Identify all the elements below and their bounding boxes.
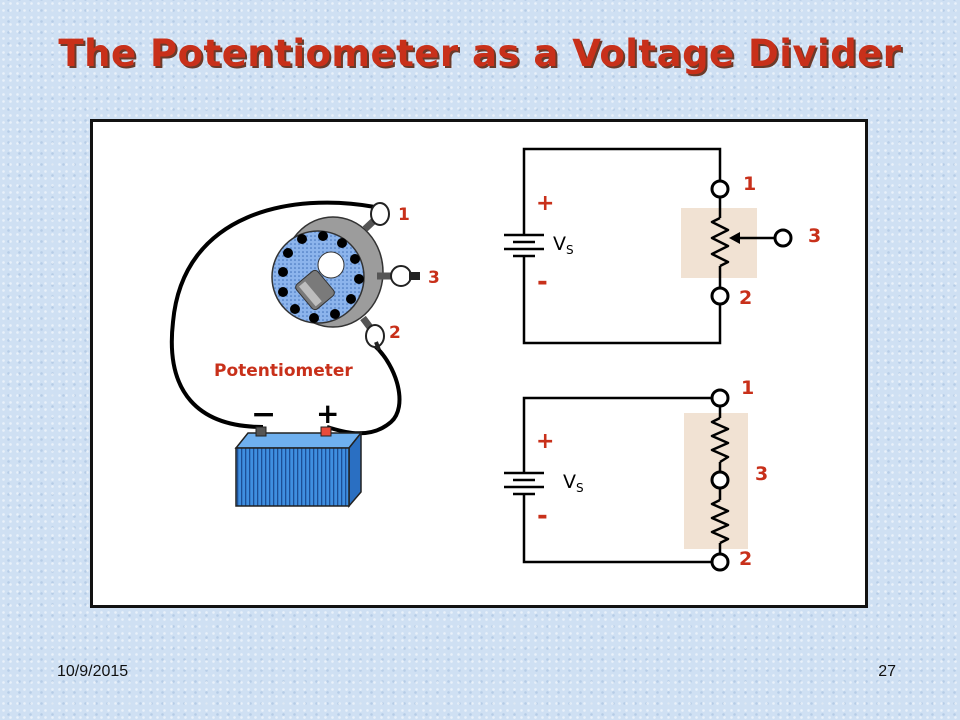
- circuit-diagram: 1 3 2 Potentiometer − +: [169, 147, 821, 572]
- battery-minus-label: −: [251, 397, 276, 432]
- top-terminal-1-label: 1: [743, 173, 756, 195]
- potentiometer-knob: [271, 202, 420, 351]
- wire-loop-right: [326, 343, 402, 436]
- pot-terminal-2-label: 2: [389, 323, 401, 343]
- top-terminal-3-label: 3: [808, 225, 821, 247]
- pot-terminal-1-label: 1: [398, 205, 410, 225]
- pot-terminal-3-label: 3: [428, 268, 440, 288]
- bottom-terminal-3-label: 3: [755, 463, 768, 485]
- bottom-terminal-1-label: 1: [741, 377, 754, 399]
- bottom-terminal-2-label: 2: [739, 548, 752, 570]
- bottom-source-label: VS: [563, 471, 584, 495]
- battery: [234, 426, 363, 509]
- bottom-minus-label: -: [537, 501, 548, 531]
- slide-title: The Potentiometer as a Voltage Divider: [58, 32, 902, 75]
- slide-page-number: 27: [878, 663, 896, 680]
- bottom-schematic: [504, 388, 748, 572]
- diagram-panel: 1 3 2 Potentiometer − +: [90, 119, 868, 608]
- top-source-label: VS: [553, 233, 574, 257]
- battery-plus-label: +: [316, 397, 339, 430]
- bottom-plus-label: +: [536, 429, 554, 454]
- slide-date: 10/9/2015: [57, 663, 129, 680]
- top-terminal-2-label: 2: [739, 287, 752, 309]
- top-schematic: [504, 147, 793, 345]
- top-plus-label: +: [536, 191, 554, 216]
- wire-loop-left: [169, 200, 376, 429]
- top-minus-label: -: [537, 267, 548, 297]
- potentiometer-label: Potentiometer: [214, 361, 353, 381]
